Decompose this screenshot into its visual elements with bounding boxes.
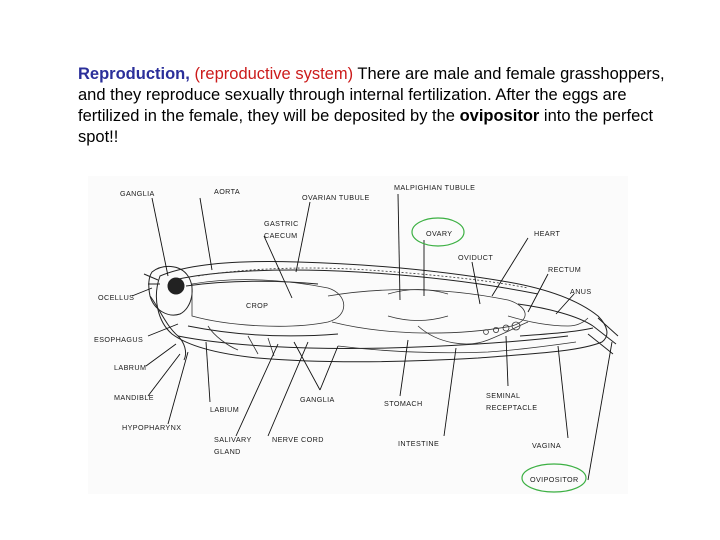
- leader-lines: [131, 193, 613, 481]
- label-gland: GLAND: [214, 447, 241, 456]
- label-ocellus: OCELLUS: [98, 293, 134, 302]
- label-stomach: STOMACH: [384, 399, 423, 408]
- label-hypopharynx: HYPOPHARYNX: [122, 423, 181, 432]
- label-aorta: AORTA: [214, 187, 240, 196]
- label-crop: CROP: [246, 301, 268, 310]
- label-ovary: OVARY: [426, 229, 453, 238]
- label-mandible: MANDIBLE: [114, 393, 154, 402]
- label-labium: LABIUM: [210, 405, 239, 414]
- label-ganglia-top: GANGLIA: [120, 189, 155, 198]
- label-receptacle: RECEPTACLE: [486, 403, 537, 412]
- label-heart: HEART: [534, 229, 560, 238]
- label-salivary: SALIVARY: [214, 435, 252, 444]
- title-comma: ,: [185, 65, 190, 83]
- title-term: Reproduction: [78, 65, 186, 83]
- ovary-highlight-circle: [411, 217, 465, 247]
- label-ovarian-tubule: OVARIAN TUBULE: [302, 193, 370, 202]
- body-text-part2: into the perfect spot!!: [78, 107, 654, 146]
- label-caecum: CAECUM: [264, 231, 298, 240]
- label-oviduct: OVIDUCT: [458, 253, 493, 262]
- label-anus: ANUS: [570, 287, 592, 296]
- ovipositor-highlight-circle: [521, 463, 587, 493]
- grasshopper-head: [143, 266, 193, 361]
- internal-organs: [191, 267, 589, 357]
- grasshopper-anatomy-diagram: GANGLIA AORTA OVARIAN TUBULE MALPIGHIAN …: [88, 176, 628, 494]
- label-intestine: INTESTINE: [398, 439, 439, 448]
- label-malpighian-tubule: MALPIGHIAN TUBULE: [394, 183, 475, 192]
- label-labrum: LABRUM: [114, 363, 146, 372]
- subtitle-term: (reproductive system): [194, 65, 354, 83]
- body-bold-term: ovipositor: [459, 107, 540, 125]
- label-vagina: VAGINA: [532, 441, 561, 450]
- label-ovipositor: OVIPOSITOR: [530, 475, 579, 484]
- diagram-labels: GANGLIA AORTA OVARIAN TUBULE MALPIGHIAN …: [94, 183, 592, 484]
- body-text-part1: There are male and female grasshoppers, …: [78, 65, 665, 125]
- label-ganglia-bottom: GANGLIA: [300, 395, 335, 404]
- highlight-circles: [411, 217, 587, 493]
- label-esophagus: ESOPHAGUS: [94, 335, 143, 344]
- label-nerve-cord: NERVE CORD: [272, 435, 324, 444]
- diagram-svg: GANGLIA AORTA OVARIAN TUBULE MALPIGHIAN …: [94, 183, 619, 493]
- grasshopper-body: [155, 261, 619, 363]
- label-rectum: RECTUM: [548, 265, 581, 274]
- slide-paragraph: Reproduction, (reproductive system) Ther…: [78, 64, 678, 148]
- label-seminal: SEMINAL: [486, 391, 520, 400]
- label-gastric: GASTRIC: [264, 219, 299, 228]
